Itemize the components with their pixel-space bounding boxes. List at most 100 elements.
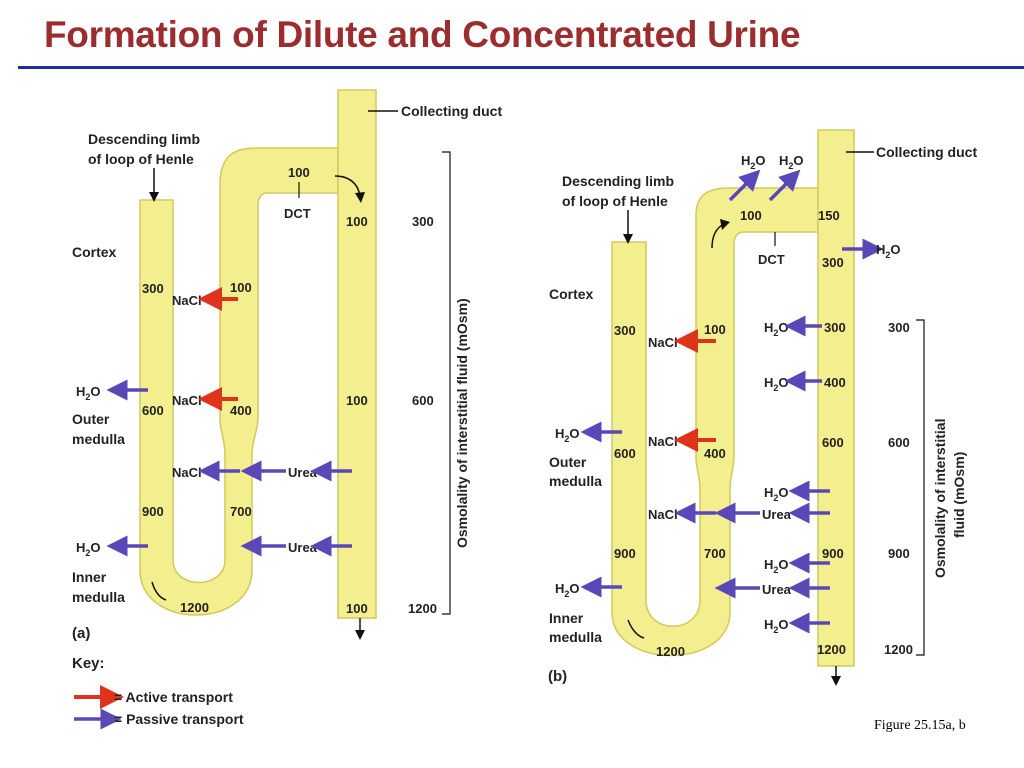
cortex-label-a: Cortex bbox=[72, 244, 117, 260]
duct-outflow-head-b bbox=[831, 676, 841, 686]
axis-label-a: Osmolality of interstitial fluid (mOsm) bbox=[454, 298, 470, 548]
asc-value-100-a: 100 bbox=[230, 280, 252, 295]
descending-pointer-head-b bbox=[623, 234, 633, 244]
water-label-1-a: H2O bbox=[76, 384, 101, 402]
duct-value-1-a: 100 bbox=[346, 214, 368, 229]
nacl-label-2-b: NaCl bbox=[648, 434, 678, 449]
axis-tick-1200-b: 1200 bbox=[884, 642, 913, 657]
flow-arrow-loop-a bbox=[151, 581, 167, 601]
page-title: Formation of Dilute and Concentrated Uri… bbox=[44, 14, 801, 55]
panel-tag-b: (b) bbox=[548, 668, 567, 685]
nacl-label-3-b: NaCl bbox=[648, 507, 678, 522]
loop-of-henle-a bbox=[139, 147, 339, 616]
dct-value-150-b: 150 bbox=[818, 208, 840, 223]
nacl-label-3-a: NaCl bbox=[172, 465, 202, 480]
nacl-label-2-a: NaCl bbox=[172, 393, 202, 408]
asc-value-400-a: 400 bbox=[230, 403, 252, 418]
water-label-2-a: H2O bbox=[76, 540, 101, 558]
urea-label-1-b: Urea bbox=[762, 507, 792, 522]
desc-value-900-b: 900 bbox=[614, 546, 636, 561]
inner-medulla-label-b: Inner bbox=[549, 610, 584, 626]
duct-value-4-b: 600 bbox=[822, 435, 844, 450]
water-desc-label-2-b: H2O bbox=[555, 581, 580, 599]
desc-value-600-b: 600 bbox=[614, 446, 636, 461]
axis-bracket-a bbox=[442, 151, 451, 615]
collecting-duct-b bbox=[817, 129, 855, 667]
duct-value-6-b: 1200 bbox=[817, 642, 846, 657]
flow-arrow-dct-head-a bbox=[355, 192, 365, 203]
duct-value-2-b: 300 bbox=[824, 320, 846, 335]
asc-value-400-b: 400 bbox=[704, 446, 726, 461]
water-duct-label-2-b: H2O bbox=[764, 375, 789, 393]
axis-tick-600-b: 600 bbox=[888, 435, 910, 450]
water-duct-label-4-b: H2O bbox=[764, 557, 789, 575]
duct-value-3-b: 400 bbox=[824, 375, 846, 390]
dct-label-b: DCT bbox=[758, 252, 785, 267]
desc-value-900-a: 900 bbox=[142, 504, 164, 519]
outer-medulla-label-a: Outer bbox=[72, 411, 110, 427]
water-desc-label-1-b: H2O bbox=[555, 426, 580, 444]
legend-active-label: = Active transport bbox=[114, 689, 233, 705]
water-duct-label-1-b: H2O bbox=[764, 320, 789, 338]
title-rule bbox=[18, 66, 1024, 69]
inner-medulla-label-b-2: medulla bbox=[549, 629, 602, 645]
axis-label-b-2: fluid (mOsm) bbox=[951, 452, 967, 538]
water-dct-label-1-b: H2O bbox=[741, 153, 766, 171]
water-dct-label-2-b: H2O bbox=[779, 153, 804, 171]
inner-medulla-label-a: Inner bbox=[72, 569, 107, 585]
axis-tick-300-a: 300 bbox=[412, 214, 434, 229]
legend: Key: = Active transport = Passive transp… bbox=[72, 655, 244, 730]
desc-value-300-a: 300 bbox=[142, 281, 164, 296]
collecting-duct-label-a: Collecting duct bbox=[401, 103, 502, 119]
outer-medulla-label-a-2: medulla bbox=[72, 431, 125, 447]
duct-value-3-a: 100 bbox=[346, 601, 368, 616]
dct-value-100-b: 100 bbox=[740, 208, 762, 223]
legend-passive-label: = Passive transport bbox=[114, 711, 244, 727]
duct-value-5-b: 900 bbox=[822, 546, 844, 561]
water-dct-arrow-1-b bbox=[728, 169, 761, 202]
descending-limb-label-b: Descending limb bbox=[562, 173, 674, 189]
urea-label-2-a: Urea bbox=[288, 540, 318, 555]
desc-value-1200-a: 1200 bbox=[180, 600, 209, 615]
descending-limb-label-b-2: of loop of Henle bbox=[562, 193, 668, 209]
collecting-duct-a bbox=[337, 89, 377, 619]
duct-value-1-b: 300 bbox=[822, 255, 844, 270]
urea-label-1-a: Urea bbox=[288, 465, 318, 480]
nacl-label-1-a: NaCl bbox=[172, 293, 202, 308]
asc-value-100-b: 100 bbox=[704, 322, 726, 337]
flow-arrow-loop-b bbox=[627, 619, 645, 639]
loop-of-henle-b bbox=[611, 187, 819, 657]
descending-pointer-head-a bbox=[149, 192, 159, 202]
outer-medulla-label-b-2: medulla bbox=[549, 473, 602, 489]
axis-tick-900-b: 900 bbox=[888, 546, 910, 561]
duct-value-2-a: 100 bbox=[346, 393, 368, 408]
water-duct-label-3-b: H2O bbox=[764, 485, 789, 503]
axis-tick-300-b: 300 bbox=[888, 320, 910, 335]
inner-medulla-label-a-2: medulla bbox=[72, 589, 125, 605]
axis-label-b: Osmolality of interstitial bbox=[932, 419, 948, 578]
desc-value-300-b: 300 bbox=[614, 323, 636, 338]
axis-tick-600-a: 600 bbox=[412, 393, 434, 408]
axis-bracket-b bbox=[916, 319, 925, 656]
water-dct-arrow-2-b bbox=[768, 169, 801, 202]
duct-outflow-head-a bbox=[355, 630, 365, 640]
flow-arrow-dct-head-b bbox=[720, 219, 730, 230]
figure-reference: Figure 25.15a, b bbox=[874, 718, 966, 733]
asc-value-700-b: 700 bbox=[704, 546, 726, 561]
panel-tag-a: (a) bbox=[72, 625, 90, 642]
nacl-label-1-b: NaCl bbox=[648, 335, 678, 350]
panel-b: Descending limb of loop of Henle Collect… bbox=[548, 129, 977, 686]
water-out-label-b: H2O bbox=[876, 242, 901, 260]
panel-a: Descending limb of loop of Henle Collect… bbox=[72, 89, 502, 642]
desc-value-1200-b: 1200 bbox=[656, 644, 685, 659]
cortex-label-b: Cortex bbox=[549, 286, 594, 302]
legend-title: Key: bbox=[72, 655, 105, 672]
desc-value-600-a: 600 bbox=[142, 403, 164, 418]
water-duct-label-5-b: H2O bbox=[764, 617, 789, 635]
collecting-duct-label-b: Collecting duct bbox=[876, 144, 977, 160]
asc-value-700-a: 700 bbox=[230, 504, 252, 519]
urea-label-2-b: Urea bbox=[762, 582, 792, 597]
dct-label-a: DCT bbox=[284, 206, 311, 221]
descending-limb-label-a-2: of loop of Henle bbox=[88, 151, 194, 167]
dct-value-a: 100 bbox=[288, 165, 310, 180]
